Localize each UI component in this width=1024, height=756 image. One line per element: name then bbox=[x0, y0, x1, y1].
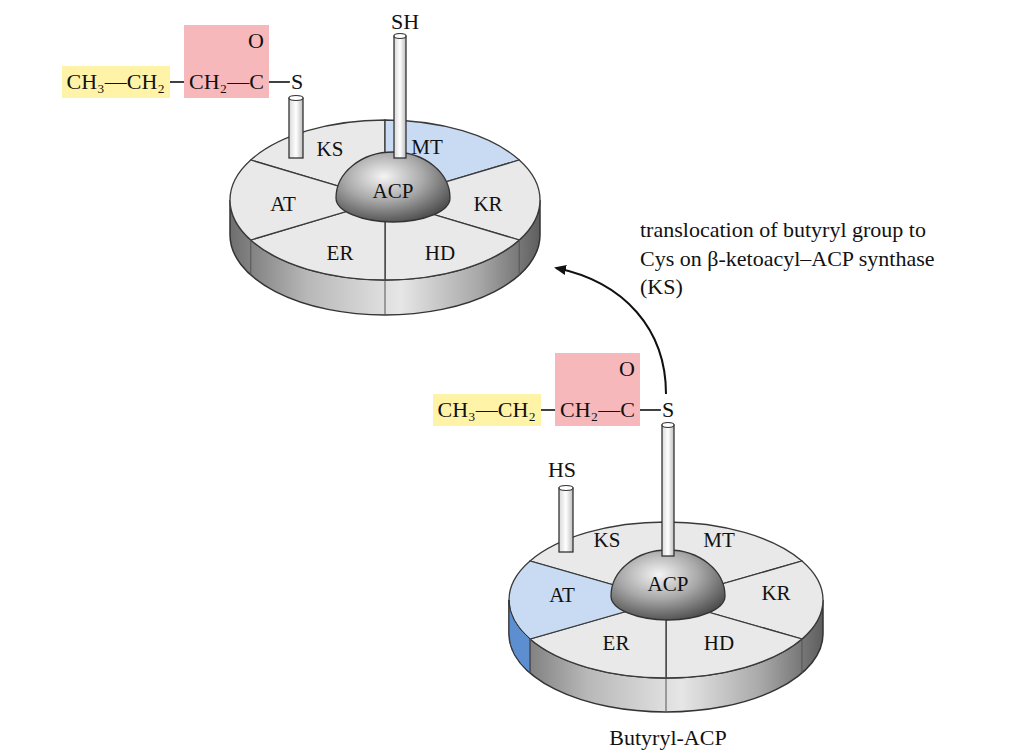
formula-text: CH₃—CH₂ bbox=[438, 397, 536, 423]
arm-cap bbox=[394, 34, 406, 39]
thiol-arm bbox=[289, 98, 303, 158]
oxygen-label: O bbox=[189, 28, 264, 54]
side-seam bbox=[530, 639, 531, 673]
side-seam bbox=[519, 240, 520, 275]
formula-text: CH₂—C bbox=[560, 397, 635, 423]
alkyl-highlight: CH₃—CH₂ bbox=[62, 66, 170, 98]
atom-label: HS bbox=[548, 457, 576, 483]
acp-dome bbox=[336, 152, 450, 222]
domain-label: AT bbox=[549, 583, 575, 608]
domain-label: KS bbox=[317, 137, 344, 162]
domain-label: HD bbox=[704, 631, 734, 656]
synthase-disc bbox=[230, 34, 540, 316]
oxygen-label: O bbox=[560, 356, 635, 382]
domain-label: ACP bbox=[648, 572, 689, 597]
side-seam bbox=[801, 639, 802, 673]
thiol-arm bbox=[662, 425, 674, 556]
domain-label: ACP bbox=[373, 179, 414, 204]
domain-label: KR bbox=[761, 581, 790, 606]
acp-dome bbox=[611, 550, 725, 620]
annotation-text: translocation of butyryl group to Cys on… bbox=[640, 216, 945, 302]
formula-text: CH₃—CH₂ bbox=[67, 69, 165, 95]
synthase-disc bbox=[509, 423, 823, 713]
thiol-arm bbox=[394, 36, 406, 158]
carbonyl-highlight: O CH₂—C bbox=[184, 25, 269, 98]
formula-text: CH₂—C bbox=[189, 69, 264, 95]
arm-cap bbox=[662, 423, 674, 428]
side-seam bbox=[385, 280, 386, 315]
domain-label: MT bbox=[703, 528, 735, 553]
domain-label: MT bbox=[411, 135, 443, 160]
arm-cap bbox=[559, 486, 573, 491]
domain-label: KS bbox=[594, 528, 621, 553]
domain-label: ER bbox=[327, 241, 354, 266]
domain-label: HD bbox=[425, 241, 455, 266]
atom-label: SH bbox=[391, 9, 419, 35]
domain-label: KR bbox=[473, 192, 502, 217]
domain-label: AT bbox=[270, 192, 296, 217]
side-seam bbox=[666, 678, 667, 712]
atom-label: S bbox=[291, 69, 303, 95]
thiol-arm bbox=[559, 488, 573, 552]
atom-label: S bbox=[662, 397, 674, 423]
arm-cap bbox=[289, 96, 303, 101]
carbonyl-highlight: O CH₂—C bbox=[555, 353, 640, 426]
disc-side-highlight bbox=[509, 600, 530, 673]
side-seam bbox=[250, 240, 251, 275]
figure-caption: Butyryl-ACP bbox=[609, 725, 726, 751]
domain-label: ER bbox=[603, 631, 630, 656]
alkyl-highlight: CH₃—CH₂ bbox=[433, 394, 541, 426]
